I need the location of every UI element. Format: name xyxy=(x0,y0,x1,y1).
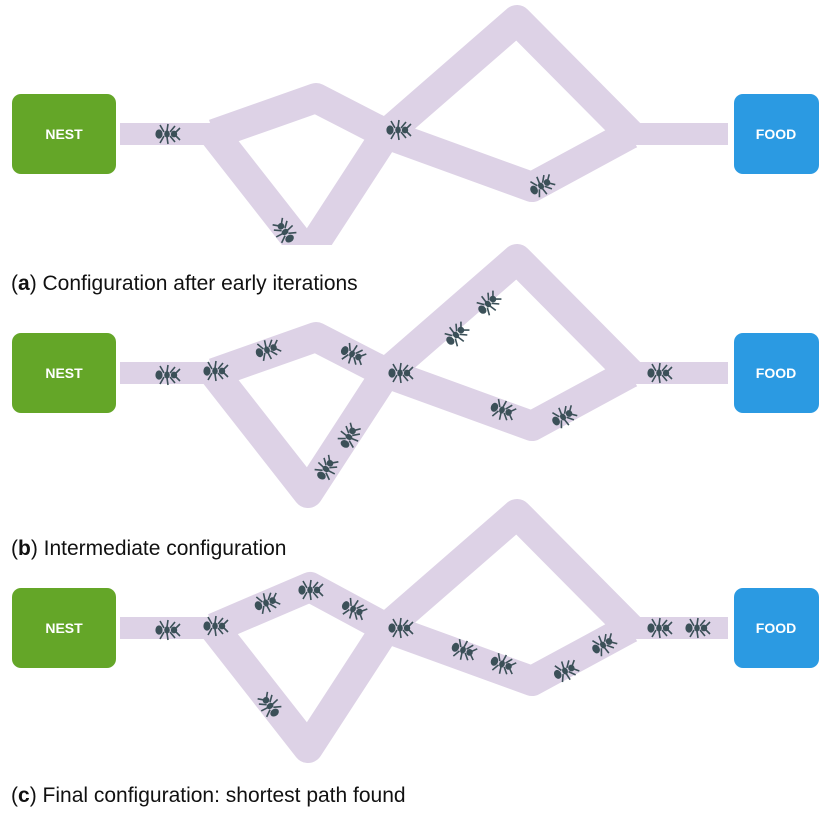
caption-letter: c xyxy=(18,784,30,807)
nest-label: NEST xyxy=(45,620,83,636)
caption-a: (a) Configuration after early iterations xyxy=(11,272,358,295)
nest-label: NEST xyxy=(45,365,83,381)
nest-label: NEST xyxy=(45,126,83,142)
panel-c: NEST FOOD xyxy=(0,495,823,763)
path-network xyxy=(120,244,728,508)
nest-box: NEST xyxy=(12,94,116,174)
caption-letter: b xyxy=(18,537,31,560)
upper-branch-right xyxy=(376,244,641,385)
food-label: FOOD xyxy=(756,126,796,142)
caption-text: Final configuration: shortest path found xyxy=(42,784,406,807)
caption-text: Configuration after early iterations xyxy=(42,272,358,295)
lower-branch-right xyxy=(380,358,638,441)
path-diagram-b: NEST FOOD xyxy=(12,244,819,508)
path-diagram-a: NEST FOOD xyxy=(12,5,819,245)
lower-branch-left xyxy=(202,618,399,763)
caption-letter: a xyxy=(18,272,30,295)
path-network xyxy=(120,5,728,245)
lower-branch-right xyxy=(380,119,638,202)
panel-b: NEST FOOD xyxy=(0,240,823,508)
food-box: FOOD xyxy=(734,333,819,413)
upper-branch-right xyxy=(376,5,641,146)
nest-box: NEST xyxy=(12,333,116,413)
caption-c: (c) Final configuration: shortest path f… xyxy=(11,784,406,807)
nest-box: NEST xyxy=(12,588,116,668)
lower-branch-left xyxy=(202,124,399,245)
caption-text: Intermediate configuration xyxy=(43,537,287,560)
food-box: FOOD xyxy=(734,94,819,174)
food-label: FOOD xyxy=(756,365,796,381)
upper-branch-left xyxy=(209,83,393,149)
lower-branch-right xyxy=(380,613,638,696)
panel-a: NEST FOOD xyxy=(0,0,823,245)
path-diagram-c: NEST FOOD xyxy=(12,499,819,763)
upper-branch-left xyxy=(209,322,393,388)
lower-branch-left xyxy=(202,363,399,508)
upper-branch-right xyxy=(376,499,641,640)
food-box: FOOD xyxy=(734,588,819,668)
food-label: FOOD xyxy=(756,620,796,636)
caption-b: (b) Intermediate configuration xyxy=(11,537,287,560)
